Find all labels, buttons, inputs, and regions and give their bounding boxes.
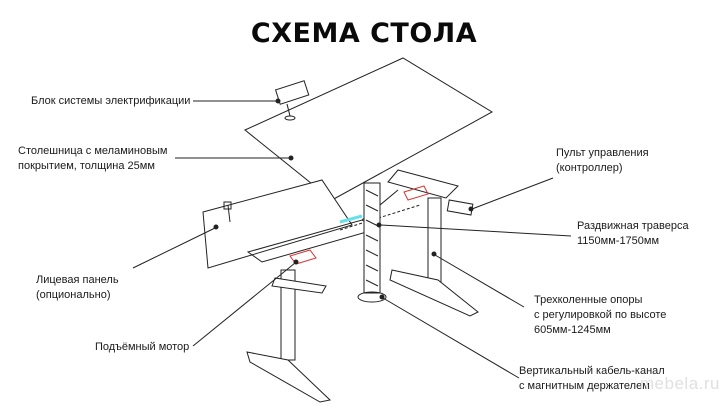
leader-legs: [434, 254, 525, 308]
label-front-panel: Лицевая панель (опционально): [36, 274, 119, 301]
electrification-block: [274, 80, 310, 105]
watermark: mebela.ru: [639, 374, 720, 393]
right-leg: [427, 197, 442, 284]
leader-cable: [382, 297, 520, 379]
label-tabletop: Столешница с меламиновым покрытием, толщ…: [18, 145, 168, 172]
leader-front-panel: [132, 227, 216, 269]
front-panel: [202, 179, 353, 269]
leader-controller: [471, 177, 554, 210]
label-electrification: Блок системы электрификации: [31, 95, 191, 107]
label-controller: Пульт управления (контроллер): [556, 147, 649, 174]
label-cable: Вертикальный кабель-канал с магнитным де…: [519, 365, 665, 392]
tabletop: [244, 57, 493, 201]
label-legs: Трехколенные опоры с регулировкой по выс…: [534, 294, 667, 336]
diagram-title: СХЕМА СТОЛА: [250, 18, 478, 49]
label-motor: Подъёмный мотор: [95, 341, 190, 353]
motor-right: [403, 185, 429, 201]
leader-crossbar: [379, 224, 572, 237]
leader-motor: [192, 262, 296, 347]
label-crossbar: Раздвижная траверса 1150мм-1750мм: [577, 220, 689, 247]
